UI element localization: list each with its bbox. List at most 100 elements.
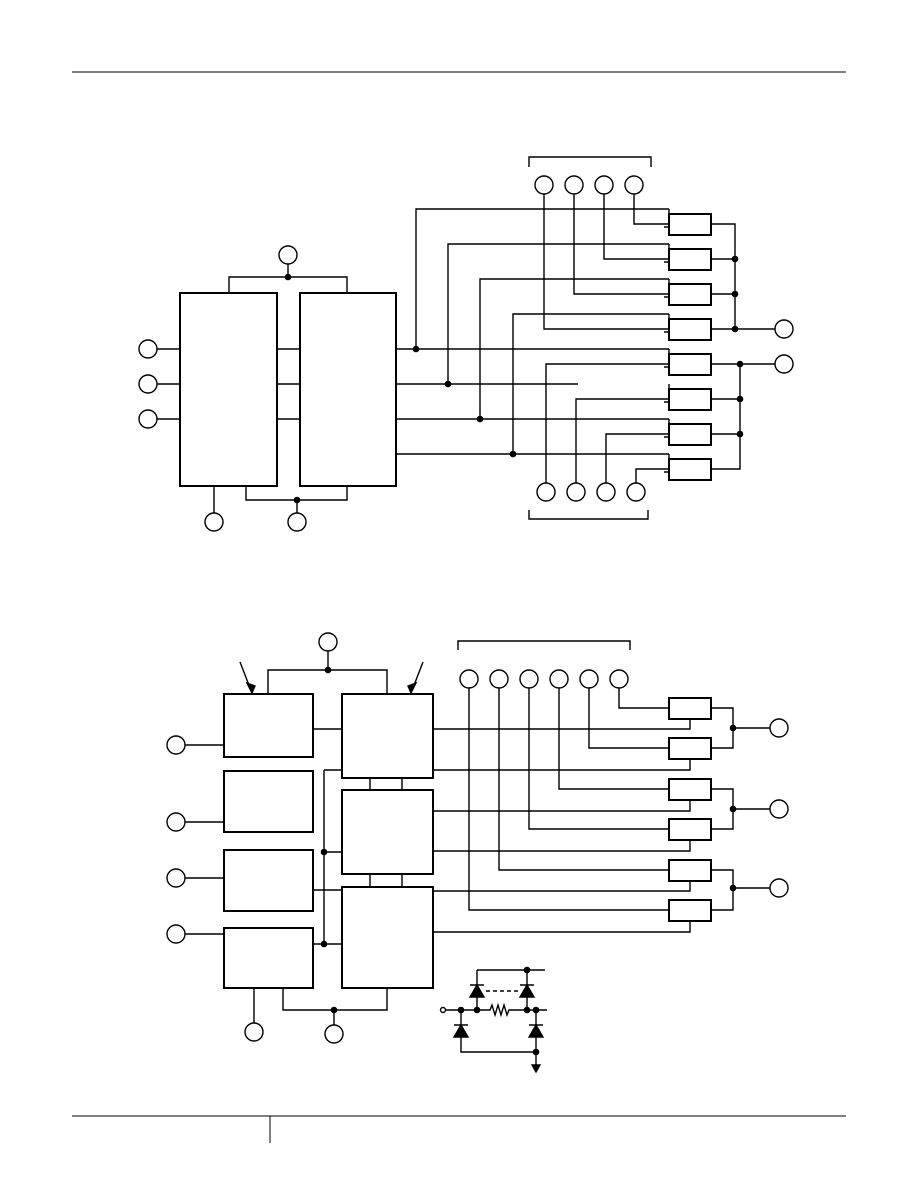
input-pin-b [167, 813, 185, 831]
diode-lower-right [529, 1025, 543, 1037]
resistor [669, 249, 711, 270]
input-pin-3 [139, 410, 157, 428]
bottom-pin-b [325, 1025, 343, 1043]
output-bus-3 [396, 279, 669, 419]
top-left-block [180, 293, 277, 486]
bottom-pin-right [288, 513, 306, 531]
common-rail-upper [711, 224, 775, 329]
bottom-block-diagram [167, 633, 788, 1072]
lower-diode-wires [461, 1010, 536, 1068]
left-block-2 [224, 771, 313, 832]
junction-dot [737, 361, 742, 366]
block-outputs [433, 719, 690, 932]
junction-dot [732, 256, 737, 261]
junction-dot [730, 806, 735, 811]
ground-arrow [532, 1065, 540, 1072]
top-supply-pin [279, 246, 297, 264]
resistor [669, 738, 711, 759]
junction-dot [524, 1007, 529, 1012]
junction-dot [533, 1049, 538, 1054]
arrow-left-head [247, 683, 255, 693]
resistor [669, 698, 711, 719]
top-pin-e [580, 670, 598, 688]
resistor [669, 459, 711, 480]
bottom-pin-2 [567, 483, 585, 501]
bottom-pin-wires [546, 364, 669, 483]
top-pins-bracket-2 [458, 641, 630, 650]
junction-dot [331, 1007, 336, 1012]
resistor [669, 779, 711, 800]
bottom-pin-a [245, 1023, 263, 1041]
bottom-pins-bracket [529, 510, 648, 519]
junction-dot [737, 396, 742, 401]
diode-upper-right [520, 985, 534, 997]
top-pin-4 [625, 176, 643, 194]
input-pin-2 [139, 375, 157, 393]
resistor [669, 214, 711, 235]
junction-dot [321, 941, 326, 946]
junction-dot [445, 381, 450, 386]
output-bus-1 [396, 209, 669, 349]
output-pin-a [770, 719, 788, 737]
bottom-pin-wires [214, 486, 347, 513]
signal-terminal [441, 1008, 446, 1013]
input-pin-1 [139, 340, 157, 358]
resistor [669, 424, 711, 445]
input-pin-a [167, 736, 185, 754]
common-rail-lower [711, 364, 775, 469]
output-pin-b [770, 800, 788, 818]
left-block-3 [224, 850, 313, 911]
resistor-leads-left [664, 227, 669, 472]
right-block-3 [342, 887, 433, 988]
inter-block-wires [277, 349, 300, 419]
bottom-pin-1 [537, 483, 555, 501]
bottom-pin-4 [627, 483, 645, 501]
bottom-pin-3 [597, 483, 615, 501]
diode-upper-left [470, 985, 484, 997]
junction-dot [732, 291, 737, 296]
top-pin-3 [595, 176, 613, 194]
top-resistor-column [669, 214, 711, 480]
input-pin-d [167, 925, 185, 943]
output-pin-upper [775, 320, 793, 338]
output-bus-4 [396, 314, 669, 454]
junction-dot [730, 725, 735, 730]
top-pin-2 [565, 176, 583, 194]
input-wires-2 [185, 745, 224, 934]
resistor [669, 819, 711, 840]
top-pin-wires-2 [469, 688, 669, 910]
junction-dot [732, 326, 737, 331]
pair-rail-2 [711, 789, 770, 829]
supply-pin-2 [319, 633, 337, 651]
output-pin-c [770, 879, 788, 897]
pair-rail-3 [711, 870, 770, 910]
output-bus-2 [396, 244, 669, 384]
input-pin-c [167, 869, 185, 887]
junction-dot [737, 431, 742, 436]
top-pin-a [460, 670, 478, 688]
signal-line [446, 1005, 547, 1015]
resistor [669, 860, 711, 881]
junction-dot [474, 1007, 479, 1012]
protection-circuit [441, 967, 548, 1072]
resistor [669, 284, 711, 305]
protection-top-rail [477, 970, 545, 1010]
junction-dot [477, 416, 482, 421]
bottom-pin-left [205, 513, 223, 531]
resistor [669, 900, 711, 921]
left-block-4 [224, 928, 313, 988]
junction-dot [413, 346, 418, 351]
bottom-pin-wires-2 [254, 988, 387, 1025]
right-block-links [370, 778, 402, 887]
junction-dot [730, 885, 735, 890]
top-pins-bracket [529, 157, 651, 167]
top-pin-b [490, 670, 508, 688]
resistor [669, 354, 711, 375]
block-link-bus [313, 770, 342, 944]
top-block-diagram [139, 157, 793, 531]
resistor [669, 389, 711, 410]
left-block-1 [224, 694, 313, 757]
right-block-1 [342, 694, 433, 778]
diode-lower-left [454, 1025, 468, 1037]
